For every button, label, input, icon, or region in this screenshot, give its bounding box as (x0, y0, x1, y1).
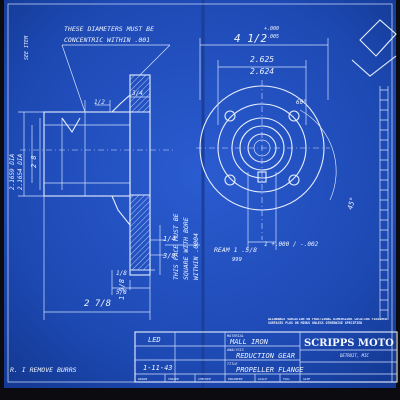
section-view (18, 44, 200, 320)
tb-initials: LED (148, 336, 161, 344)
dim-dia-1b: 2.1654 DIA (17, 153, 24, 190)
dim-top-right-tol-plus: +.000 (264, 26, 279, 32)
tb-analysis-label: ANALYSIS (226, 348, 244, 352)
svg-text:WITHIN .0004: WITHIN .0004 (192, 233, 200, 280)
tb-city: DETROIT, MIC (339, 353, 369, 358)
tolerance-note: ALLOWABLE VARIATION ON FRACTIONAL DIMENS… (268, 318, 387, 325)
side-tag: SEE ITEM (24, 35, 30, 60)
dim-bottom-mid: 1 5/8 (118, 279, 126, 300)
dim-ream-tol: 1 +.000 / -.002 (264, 241, 319, 248)
svg-text:SQUARE WITH BORE: SQUARE WITH BORE (182, 217, 190, 280)
dim-vert-4: 5/8 (116, 289, 127, 296)
note-remove-burrs: R. I REMOVE BURRS (10, 366, 77, 374)
dim-dia-1c: 2 8 (30, 155, 38, 168)
tb-title-label: TITLE (227, 362, 238, 366)
dim-bottom-left: 2 7/8 (84, 299, 111, 309)
dim-dia-1: 2.1659 DIA (9, 153, 16, 190)
tb-col-engineer: ENGINEER (228, 377, 243, 381)
tb-title-2: PROPELLER FLANGE (236, 366, 304, 374)
tb-col-checked: CHECKED (198, 377, 211, 381)
dim-bore-lower: 2.624 (250, 67, 274, 76)
dim-vert-1: 1/4 (163, 235, 176, 243)
dim-ream-label: REAM 1 .5/8 (214, 246, 257, 254)
dim-vert-2: 3/8 (162, 252, 176, 260)
dim-top-right: 4 1/2 (234, 32, 267, 45)
note-concentric-2: CONCENTRIC WITHIN .001 (64, 36, 150, 44)
dim-mark-60: 60° (296, 99, 307, 106)
tb-col-size: SIZE (303, 377, 310, 381)
dim-bore-upper: 2.625 (250, 55, 274, 64)
note-square-with-bore: THIS FACE MUST BE SQUARE WITH BORE WITHI… (172, 213, 200, 280)
dim-ream-upper: 999 (232, 257, 242, 263)
note-concentric-1: THESE DIAMETERS MUST BE (64, 25, 154, 33)
title-block (134, 331, 398, 383)
dim-top-right-tol-minus: -.005 (264, 34, 279, 40)
tb-material-label: MATERIAL (226, 334, 244, 338)
tb-date: 1-11-43 (143, 364, 173, 372)
dim-vert-3: 1/8 (116, 270, 127, 277)
dim-left-small: 1/2 (94, 99, 105, 106)
tb-col-drawn: DRAWN (137, 377, 147, 381)
tb-col-traced: TRACED (168, 377, 179, 381)
tb-col-scale: SCALE (258, 377, 267, 381)
dim-right-small: 3/4 (131, 90, 143, 97)
tb-company: SCRIPPS MOTO (304, 338, 394, 349)
dim-angle: 45° (346, 196, 357, 210)
tb-title-1: REDUCTION GEAR (236, 352, 295, 360)
svg-text:THIS FACE MUST BE: THIS FACE MUST BE (172, 213, 180, 280)
detail-view (351, 19, 397, 320)
tb-col-full: FULL (283, 377, 290, 381)
end-view (196, 38, 337, 250)
tb-material: MALL IRON (229, 338, 269, 346)
